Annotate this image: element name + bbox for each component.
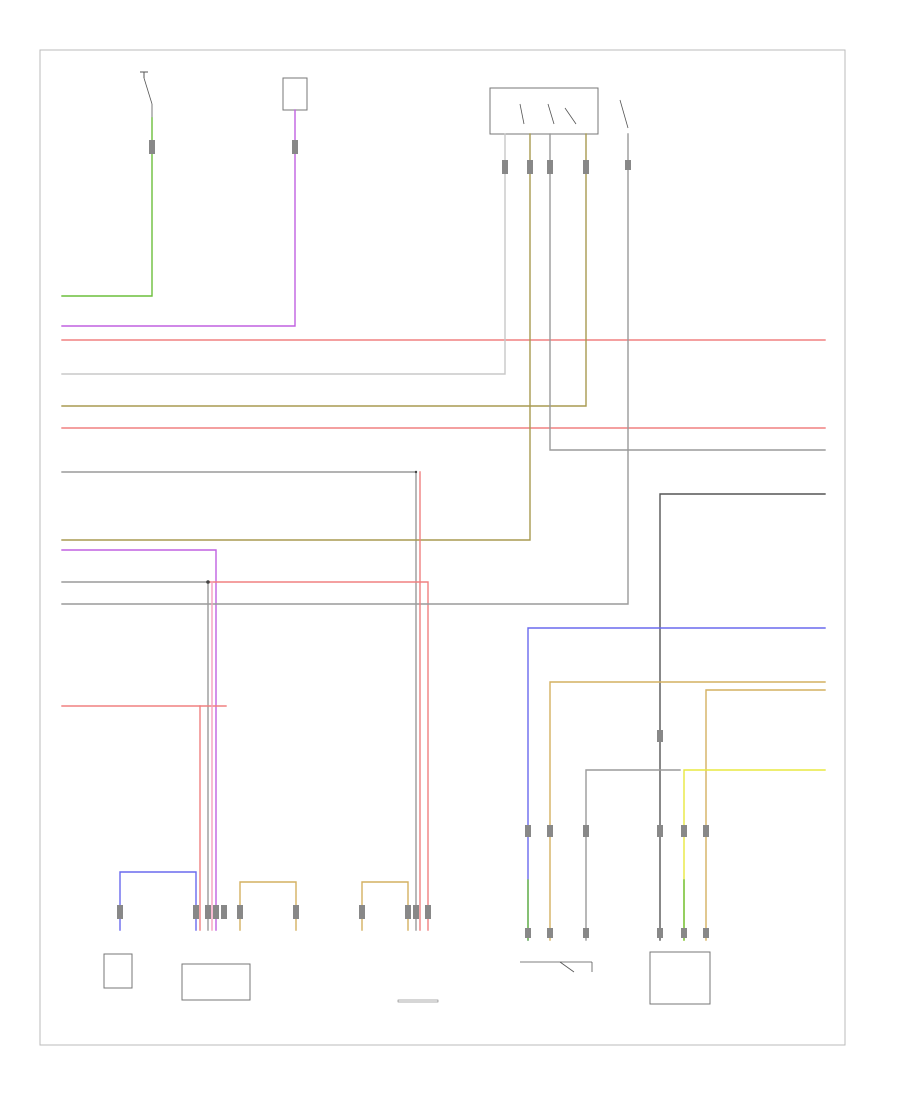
relay-switch-symbols <box>519 99 629 129</box>
splice-dots <box>206 470 418 584</box>
bottom-switch-symbol <box>520 961 593 973</box>
component-bottom-right <box>649 951 711 1005</box>
ground-symbol-top <box>140 71 153 118</box>
connector-pins <box>117 140 709 938</box>
fuse-block-top <box>282 77 308 111</box>
component-clutch-sensor <box>181 963 251 1001</box>
wire-blue-bottom-left <box>119 871 197 931</box>
wire-yellow <box>683 769 826 941</box>
wire-tan-1 <box>549 681 826 941</box>
wire-violet-clutch <box>61 549 217 931</box>
wire-gray-right-relay <box>61 133 629 605</box>
wire-tan-clutch <box>239 881 297 931</box>
wires <box>61 109 826 941</box>
wire-gray-relay-right <box>549 133 826 451</box>
wire-green-ground <box>61 117 153 297</box>
wire-olive-long <box>61 133 531 541</box>
component-brake-switch <box>397 999 439 1003</box>
wire-violet-top <box>61 109 296 327</box>
wire-blue-right <box>527 627 826 941</box>
wire-dark-gray-right <box>659 493 826 941</box>
wire-olive-relay <box>61 133 587 407</box>
wire-gray-clutch <box>61 581 209 931</box>
diagram-border <box>39 49 846 1046</box>
wire-tan-2 <box>705 689 826 941</box>
wire-gray-short <box>585 769 681 941</box>
wire-light-gray-relay <box>61 133 506 375</box>
wire-red-brake <box>207 581 429 931</box>
component-bottom-left <box>103 953 133 989</box>
wire-tan-brake <box>361 881 409 931</box>
relay-box-top <box>489 87 599 135</box>
